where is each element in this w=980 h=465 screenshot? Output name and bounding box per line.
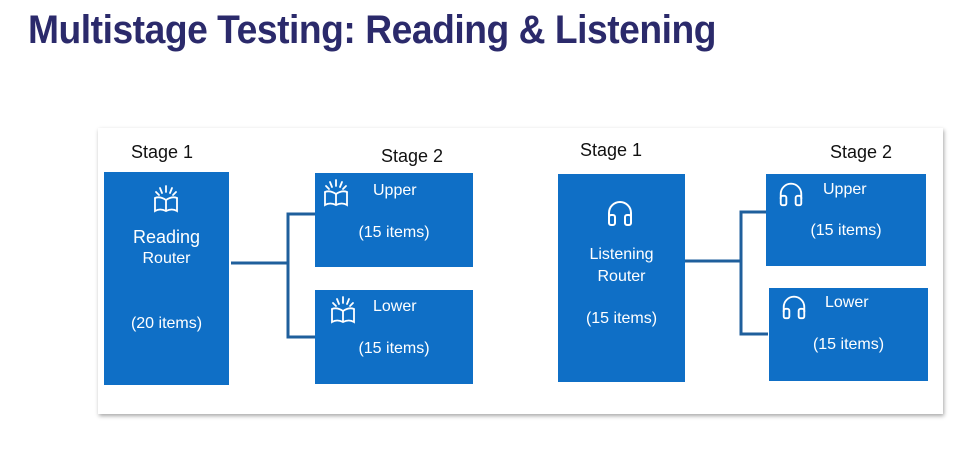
listening-upper-items: (15 items) [810, 222, 882, 239]
book-icon [151, 184, 181, 214]
listening-connector-bracket [739, 210, 768, 336]
reading-stage1-label: Stage 1 [131, 142, 194, 162]
reading-lower-items: (15 items) [358, 340, 430, 357]
listening-router-title: Listening [589, 246, 654, 263]
reading-upper-label: Upper [373, 182, 417, 199]
listening-lower-box: Lower (15 items) [769, 288, 928, 381]
reading-lower-label: Lower [373, 298, 417, 315]
listening-router-subtitle: Router [597, 268, 646, 285]
reading-upper-items: (15 items) [358, 224, 430, 241]
listening-upper-box: Upper (15 items) [766, 174, 926, 266]
reading-lower-box: Lower (15 items) [315, 290, 473, 384]
listening-lower-items: (15 items) [812, 336, 885, 353]
headphones-icon [779, 293, 809, 321]
diagram-panel: Stage 1 Stage 2 Reading Router (20 items… [98, 128, 943, 414]
reading-router-subtitle: Router [142, 250, 191, 267]
reading-router-box: Reading Router (20 items) [104, 172, 229, 385]
book-icon [328, 295, 358, 325]
listening-router-box: Listening Router (15 items) [558, 174, 685, 382]
headphones-icon [776, 180, 806, 208]
reading-stage2-label: Stage 2 [381, 146, 444, 166]
listening-upper-label: Upper [823, 181, 867, 198]
listening-router-items: (15 items) [585, 310, 658, 327]
reading-upper-box: Upper (15 items) [315, 173, 473, 267]
book-icon [321, 178, 351, 208]
listening-stage1-label: Stage 1 [580, 140, 643, 160]
headphones-icon [604, 198, 636, 228]
reading-connector-bracket [286, 212, 315, 339]
listening-stage2-label: Stage 2 [830, 142, 893, 162]
reading-router-items: (20 items) [130, 315, 203, 332]
reading-router-title: Reading [132, 227, 201, 247]
page-title: Multistage Testing: Reading & Listening [28, 8, 716, 52]
listening-lower-label: Lower [825, 294, 869, 311]
connector-lines [231, 210, 768, 339]
